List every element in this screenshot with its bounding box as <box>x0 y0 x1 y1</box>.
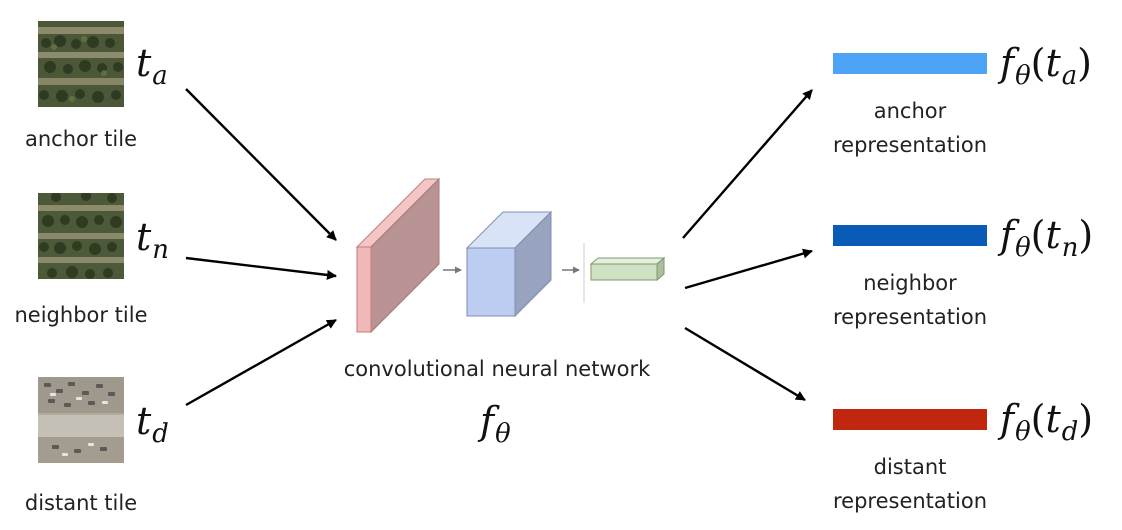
distant-representation-symbol: fθ(td) <box>1000 397 1094 448</box>
distant-representation-bar <box>833 409 987 430</box>
neighbor-tile-symbol: tn <box>136 215 169 266</box>
distant-tile-image <box>38 377 124 463</box>
arrow-cnn-to-distant <box>684 326 806 402</box>
neighbor-tile-caption: neighbor tile <box>14 303 148 327</box>
neighbor-representation-bar <box>833 225 987 246</box>
anchor-representation-symbol: fθ(ta) <box>1000 41 1092 92</box>
anchor-representation-caption-line1: anchor <box>873 99 947 123</box>
anchor-tile-caption: anchor tile <box>24 127 137 151</box>
cnn-caption: convolutional neural network <box>343 357 651 381</box>
arrow-anchor-to-cnn <box>185 88 337 241</box>
arrow-neighbor-to-cnn <box>185 256 337 280</box>
distant-tile-caption: distant tile <box>24 491 138 515</box>
distant-representation-caption-line1: distant <box>873 455 947 479</box>
anchor-tile-image <box>38 21 124 107</box>
anchor-representation-caption-line2: representation <box>832 133 987 157</box>
arrow-distant-to-cnn <box>185 318 337 407</box>
cnn-symbol: fθ <box>480 399 511 450</box>
neighbor-tile-image <box>38 193 124 279</box>
cnn-layer-2 <box>465 210 553 318</box>
cnn-layer-1 <box>355 177 441 334</box>
distant-representation-caption-line2: representation <box>832 489 987 513</box>
anchor-representation-bar <box>833 53 987 74</box>
distant-representation-caption: distant representation <box>820 450 1000 518</box>
anchor-tile-symbol: ta <box>136 41 168 92</box>
neighbor-representation-caption: neighbor representation <box>820 266 1000 334</box>
neighbor-representation-symbol: fθ(tn) <box>1000 213 1094 264</box>
arrow-cnn-to-anchor <box>682 89 813 239</box>
anchor-representation-caption: anchor representation <box>820 94 1000 162</box>
arrow-cnn-to-neighbor <box>684 248 813 290</box>
neighbor-representation-caption-line1: neighbor <box>863 271 957 295</box>
distant-tile-symbol: td <box>136 399 169 450</box>
cnn-layer-3 <box>589 256 666 282</box>
neighbor-representation-caption-line2: representation <box>832 305 987 329</box>
